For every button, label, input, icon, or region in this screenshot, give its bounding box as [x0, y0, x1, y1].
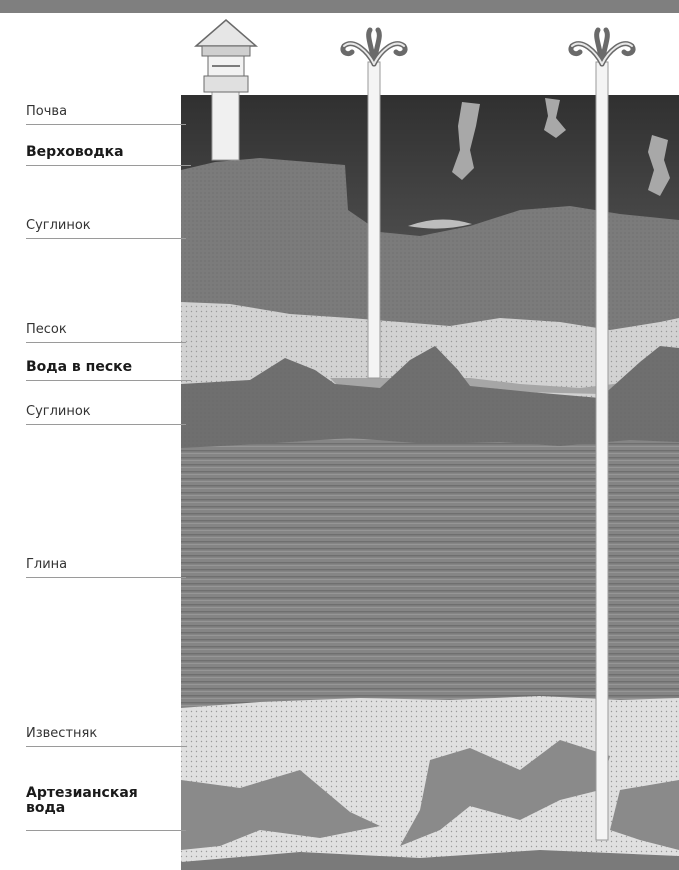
label-loam-lower: Суглинок: [26, 404, 91, 419]
leader-loam-lower: [26, 424, 186, 425]
label-loam-upper: Суглинок: [26, 218, 91, 233]
leader-artesian-water: [26, 830, 186, 831]
water-fountain-icon: [571, 30, 633, 64]
leader-water-in-sand: [26, 380, 191, 381]
label-artesian-line1: Артезианская: [26, 785, 138, 801]
label-artesian-water: Артезианская вода: [26, 786, 138, 816]
leader-loam-upper: [26, 238, 186, 239]
label-artesian-line2: вода: [26, 800, 65, 816]
leader-clay: [26, 577, 186, 578]
label-sand: Песок: [26, 322, 67, 337]
leader-limestone: [26, 746, 186, 747]
label-soil: Почва: [26, 104, 67, 119]
leader-soil: [26, 124, 186, 125]
leader-sand: [26, 342, 186, 343]
water-fountain-icon: [343, 30, 405, 64]
label-limestone: Известняк: [26, 726, 97, 741]
label-clay: Глина: [26, 557, 67, 572]
well-house-icon: [196, 20, 256, 92]
artesian-well-pipe: [596, 62, 608, 840]
leader-perched-water: [26, 165, 191, 166]
label-water-in-sand: Вода в песке: [26, 360, 132, 375]
sand-well-pipe: [368, 62, 380, 378]
well-shaft: [212, 92, 239, 160]
label-perched-water: Верховодка: [26, 145, 124, 160]
